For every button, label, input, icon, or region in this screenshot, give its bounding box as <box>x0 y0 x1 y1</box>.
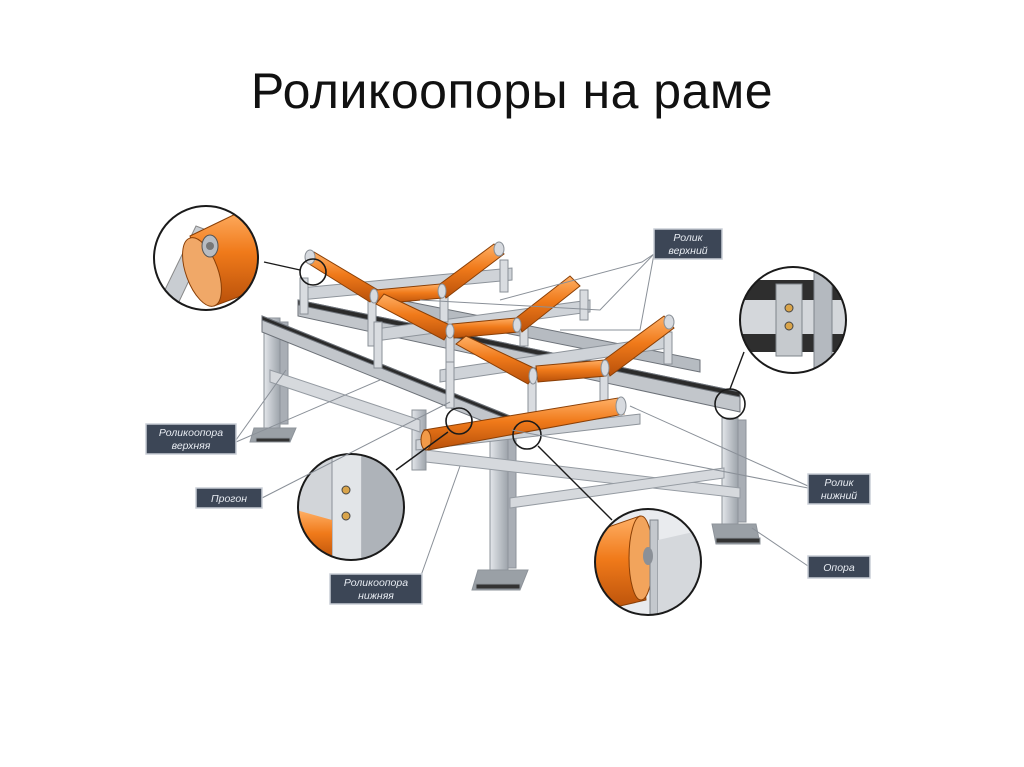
idler-brackets <box>299 259 673 415</box>
label-support-text: Опора <box>823 562 855 574</box>
leg-front-left <box>489 429 509 571</box>
label-roller-support-top: Роликоопора верхняя <box>145 423 237 455</box>
frame-braces <box>269 369 741 509</box>
zoom-bracket-bolts <box>297 453 405 561</box>
zoom-roller-end <box>153 205 259 311</box>
label-purlin: Прогон <box>195 487 263 509</box>
label-roller-top-line2: верхний <box>668 245 707 257</box>
label-purlin-text: Прогон <box>211 493 247 505</box>
label-support: Опора <box>807 555 871 579</box>
label-roller-support-bottom-line1: Роликоопора <box>344 577 408 589</box>
label-roller-bottom: Ролик нижний <box>807 473 871 505</box>
page-title: Роликоопоры на раме <box>250 63 774 119</box>
label-roller-support-top-line2: верхняя <box>172 440 211 452</box>
label-roller-top: Ролик верхний <box>653 228 723 260</box>
leader-lines <box>235 253 809 585</box>
label-roller-bottom-line2: нижний <box>821 490 857 502</box>
label-roller-support-bottom: Роликоопора нижняя <box>329 573 423 605</box>
label-roller-bottom-line1: Ролик <box>824 477 854 489</box>
label-roller-support-bottom-line2: нижняя <box>358 590 394 602</box>
zoom-stringer-joint <box>739 266 847 374</box>
zoom-roller-axle <box>594 508 702 616</box>
label-roller-top-line1: Ролик <box>673 232 703 244</box>
label-roller-support-top-line1: Роликоопора <box>159 427 223 439</box>
